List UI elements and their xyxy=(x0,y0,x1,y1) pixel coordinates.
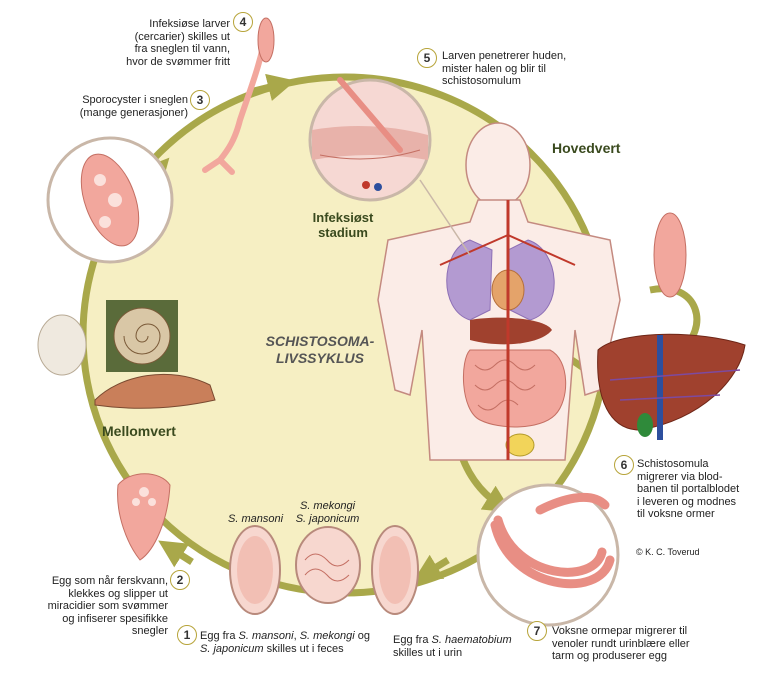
step-1-part: skilles ut i feces xyxy=(263,642,344,655)
step-6-line: til voksne ormer xyxy=(637,508,715,520)
step-5-text: Larven penetrerer huden, mister halen og… xyxy=(442,50,612,88)
step-7-line: Voksne ormepar migrerer til xyxy=(552,625,688,637)
step-7-text: Voksne ormepar migrerer til venoler rund… xyxy=(552,625,722,663)
cercaria-penetrating xyxy=(337,77,403,153)
step-3-text: Sporocyster i sneglen (mange generasjone… xyxy=(60,94,188,119)
step-2-text: Egg som når ferskvann, klekkes og slippe… xyxy=(30,575,168,638)
step-6-line: banen til portalblodet xyxy=(637,483,740,495)
diagram-title: SCHISTOSOMA- LIVSSYKLUS xyxy=(255,333,385,367)
cycle-arrow-bottom xyxy=(413,554,450,582)
step-4-number: 4 xyxy=(233,12,253,32)
step-2-number: 2 xyxy=(170,570,190,590)
label-intermediate-host: Mellomvert xyxy=(102,423,176,439)
label-infective-stage: Infeksiøst stadium xyxy=(298,210,388,240)
haematobium-suffix: skilles ut i urin xyxy=(393,646,463,659)
snail-shell xyxy=(113,307,171,365)
step-4-line: hvor de svømmer fritt xyxy=(126,55,230,68)
step-1-part: , xyxy=(293,630,300,642)
step-3-number: 3 xyxy=(190,90,210,110)
step-6-line: migrerer via blod- xyxy=(637,470,723,483)
lung-left xyxy=(446,239,493,321)
credit: © K. C. Toverud xyxy=(636,547,700,557)
haematobium-text: Egg fra S. haematobium skilles ut i urin xyxy=(393,634,523,659)
step-2-line: miracidier som svømmer xyxy=(47,600,168,612)
step-1-species: S. japonicum xyxy=(200,642,264,655)
step-1-text: Egg fra S. mansoni, S. mekongi og S. jap… xyxy=(200,630,380,655)
step-1-species: S. mekongi xyxy=(299,630,355,642)
egg-japonicum xyxy=(295,526,361,604)
step-7-line: tarm og produserer egg xyxy=(552,650,667,662)
step-1-part: Egg fra xyxy=(200,630,239,642)
step-5-line: Larven penetrerer huden, xyxy=(442,50,567,62)
title-line-1: SCHISTOSOMA- xyxy=(265,333,375,349)
step-6-line: Schistosomula xyxy=(637,458,709,470)
infective-line-2: stadium xyxy=(318,225,368,240)
step-2-line: snegler xyxy=(131,625,168,637)
step-1-number: 1 xyxy=(177,625,197,645)
label-definitive-host: Hovedvert xyxy=(552,140,621,156)
step-4-text: Infeksiøse larver (cercarier) skilles ut… xyxy=(100,18,230,68)
step-7-line: venoler rundt urinblære eller xyxy=(552,637,690,650)
step-6-number: 6 xyxy=(614,455,634,475)
haematobium-species: S. haematobium xyxy=(431,634,512,646)
worm-inset xyxy=(476,483,620,627)
step-6-line: i leveren og modnes xyxy=(637,495,737,508)
title-line-2: LIVSSYKLUS xyxy=(276,350,364,366)
step-5-line: mister halen og blir til xyxy=(442,62,546,75)
miracidium xyxy=(117,473,171,561)
snail-shell-white xyxy=(37,314,87,376)
step-5-number: 5 xyxy=(417,48,437,68)
egg-label-mansoni-text: S. mansoni xyxy=(228,513,284,525)
schistosomulum xyxy=(653,212,687,298)
step-2-line: Egg som når ferskvann, xyxy=(51,575,168,587)
bladder xyxy=(505,433,535,457)
infective-line-1: Infeksiøst xyxy=(312,210,374,225)
step-3-line: (mange generasjoner) xyxy=(79,106,188,119)
step-2-line: og infiserer spesifikke xyxy=(62,612,168,625)
egg-label-mekongi-japonicum: S. mekongi S. japonicum xyxy=(285,500,370,525)
egg-label-mekongi-text: S. mekongi xyxy=(299,500,356,512)
step-3-line: Sporocyster i sneglen xyxy=(82,94,188,106)
step-4-line: fra sneglen til vann, xyxy=(134,43,230,55)
liver-small xyxy=(470,317,552,345)
liver-large xyxy=(597,333,746,431)
worm-pair xyxy=(490,492,615,589)
step-4-line: (cercarier) skilles ut xyxy=(134,30,230,43)
step-1-species: S. mansoni xyxy=(238,630,294,642)
step-7-number: 7 xyxy=(527,621,547,641)
haematobium-prefix: Egg fra xyxy=(393,634,432,646)
egg-label-japonicum-text: S. japonicum xyxy=(295,512,360,525)
step-6-text: Schistosomula migrerer via blod- banen t… xyxy=(637,458,767,521)
step-1-part: og xyxy=(354,630,371,642)
step-5-line: schistosomulum xyxy=(442,75,521,87)
cycle-arrow-top xyxy=(249,73,296,101)
egg-label-mansoni: S. mansoni xyxy=(228,513,283,526)
step-4-line: Infeksiøse larver xyxy=(149,18,230,30)
cycle-arrow-left-bottom xyxy=(158,540,194,568)
snail-conical xyxy=(94,373,216,409)
step-2-line: klekkes og slipper ut xyxy=(68,587,168,600)
